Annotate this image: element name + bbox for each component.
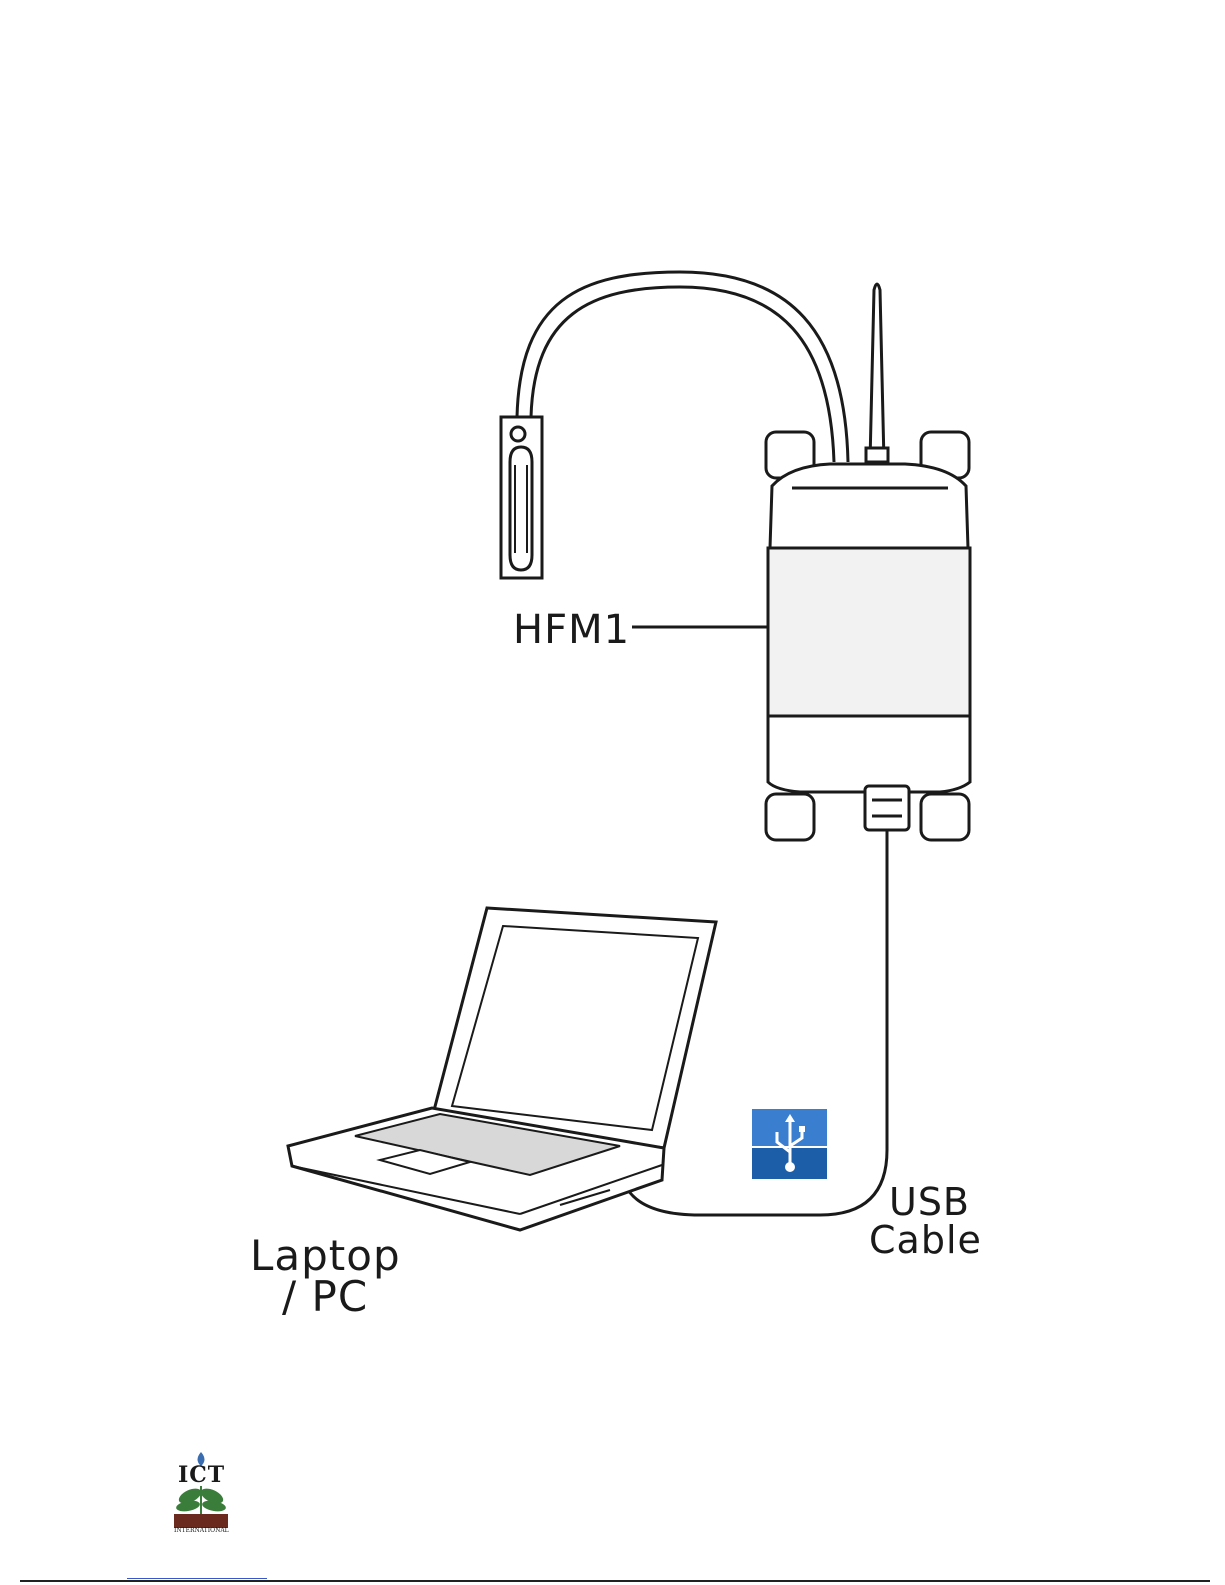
antenna [866,284,888,462]
laptop-label-line2: / PC [282,1272,368,1321]
footer-link-underline[interactable] [127,1578,267,1579]
hfm1-label: HFM1 [513,607,630,653]
sensor-probe [501,417,542,578]
logo-subtitle: INTERNATIONAL [174,1527,229,1534]
hfm1-device [766,432,970,840]
logo-text: ICT [178,1462,225,1488]
ict-logo [166,1446,236,1536]
footer-divider [20,1580,1210,1582]
usb-cable-label-line2: Cable [869,1218,982,1262]
usb-icon [752,1109,827,1179]
laptop [288,908,716,1230]
